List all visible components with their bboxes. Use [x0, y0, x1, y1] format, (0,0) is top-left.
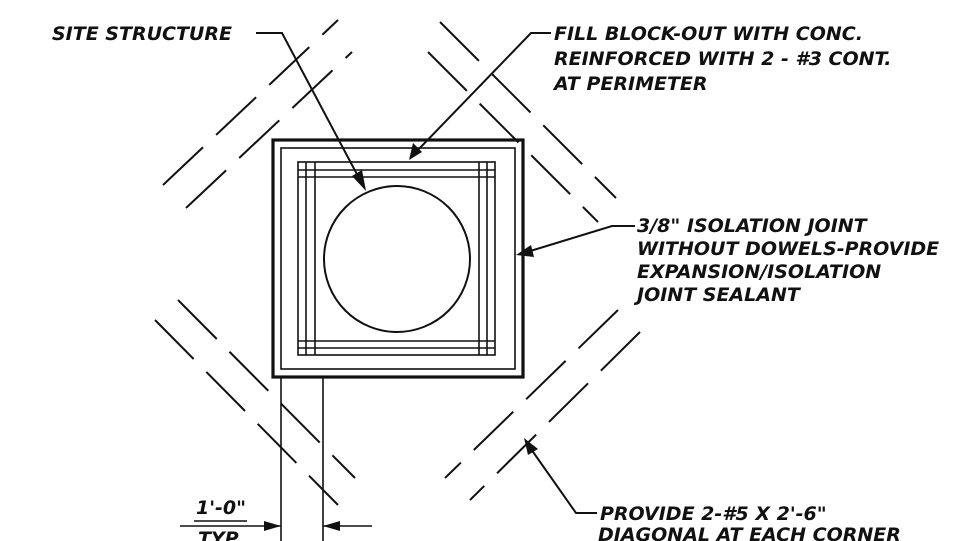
- diagonal-bar-top-right-inner: [427, 51, 599, 223]
- diagonal-bars: [154, 19, 641, 506]
- block-out-outer-edge: [271, 138, 525, 379]
- diagonal-bar-top-left-inner: [185, 51, 353, 209]
- label-fill-blockout-line-2: REINFORCED WITH 2 - #3 CONT.: [554, 48, 892, 70]
- label-fill-blockout-line-1: FILL BLOCK-OUT WITH CONC.: [554, 23, 863, 45]
- label-isolation-joint-line-1: 3/8" ISOLATION JOINT: [637, 215, 869, 237]
- label-provide-bars-line-2: DIAGONAL AT EACH CORNER: [598, 524, 901, 541]
- leader-fill-blockout-arrow: [409, 143, 422, 160]
- diagonal-bar-bottom-right-inner: [469, 331, 641, 501]
- dimension-arrow-right: [323, 521, 340, 531]
- isolation-joint-inner-edge: [280, 147, 516, 370]
- diagonal-bar-bottom-left-inner: [177, 299, 356, 479]
- label-dimension-sub: TYP.: [198, 528, 241, 541]
- annotations: SITE STRUCTURE FILL BLOCK-OUT WITH CONC.…: [52, 23, 939, 541]
- structure-wall-outer: [297, 161, 496, 356]
- leader-fill-blockout: [415, 32, 551, 153]
- diagonal-bar-top-right-outer: [439, 21, 617, 199]
- leader-provide-bars-arrow: [524, 438, 538, 455]
- label-isolation-joint-line-3: EXPANSION/ISOLATION: [637, 261, 881, 283]
- leader-provide-bars: [530, 448, 597, 514]
- leader-isolation-joint: [526, 225, 635, 253]
- label-fill-blockout-line-3: AT PERIMETER: [552, 73, 708, 95]
- dimension-arrow-left: [264, 521, 281, 531]
- diagonal-bar-top-left-outer: [162, 19, 339, 186]
- site-structure-circle: [323, 185, 471, 333]
- label-dimension: 1'-0": [196, 497, 246, 519]
- diagonal-bar-bottom-left-outer: [154, 319, 339, 506]
- diagonal-bar-bottom-right-outer: [444, 309, 619, 479]
- leader-site-structure: [256, 32, 361, 181]
- block-out: [271, 138, 525, 379]
- dimension: [180, 377, 372, 541]
- leaders: [256, 32, 635, 514]
- label-isolation-joint-line-2: WITHOUT DOWELS-PROVIDE: [637, 238, 939, 260]
- leader-site-structure-arrow: [352, 170, 366, 191]
- leader-isolation-joint-arrow: [516, 245, 534, 257]
- label-provide-bars-line-1: PROVIDE 2-#5 X 2'-6": [600, 503, 827, 525]
- label-site-structure: SITE STRUCTURE: [52, 23, 232, 45]
- label-isolation-joint-line-4: JOINT SEALANT: [633, 284, 802, 306]
